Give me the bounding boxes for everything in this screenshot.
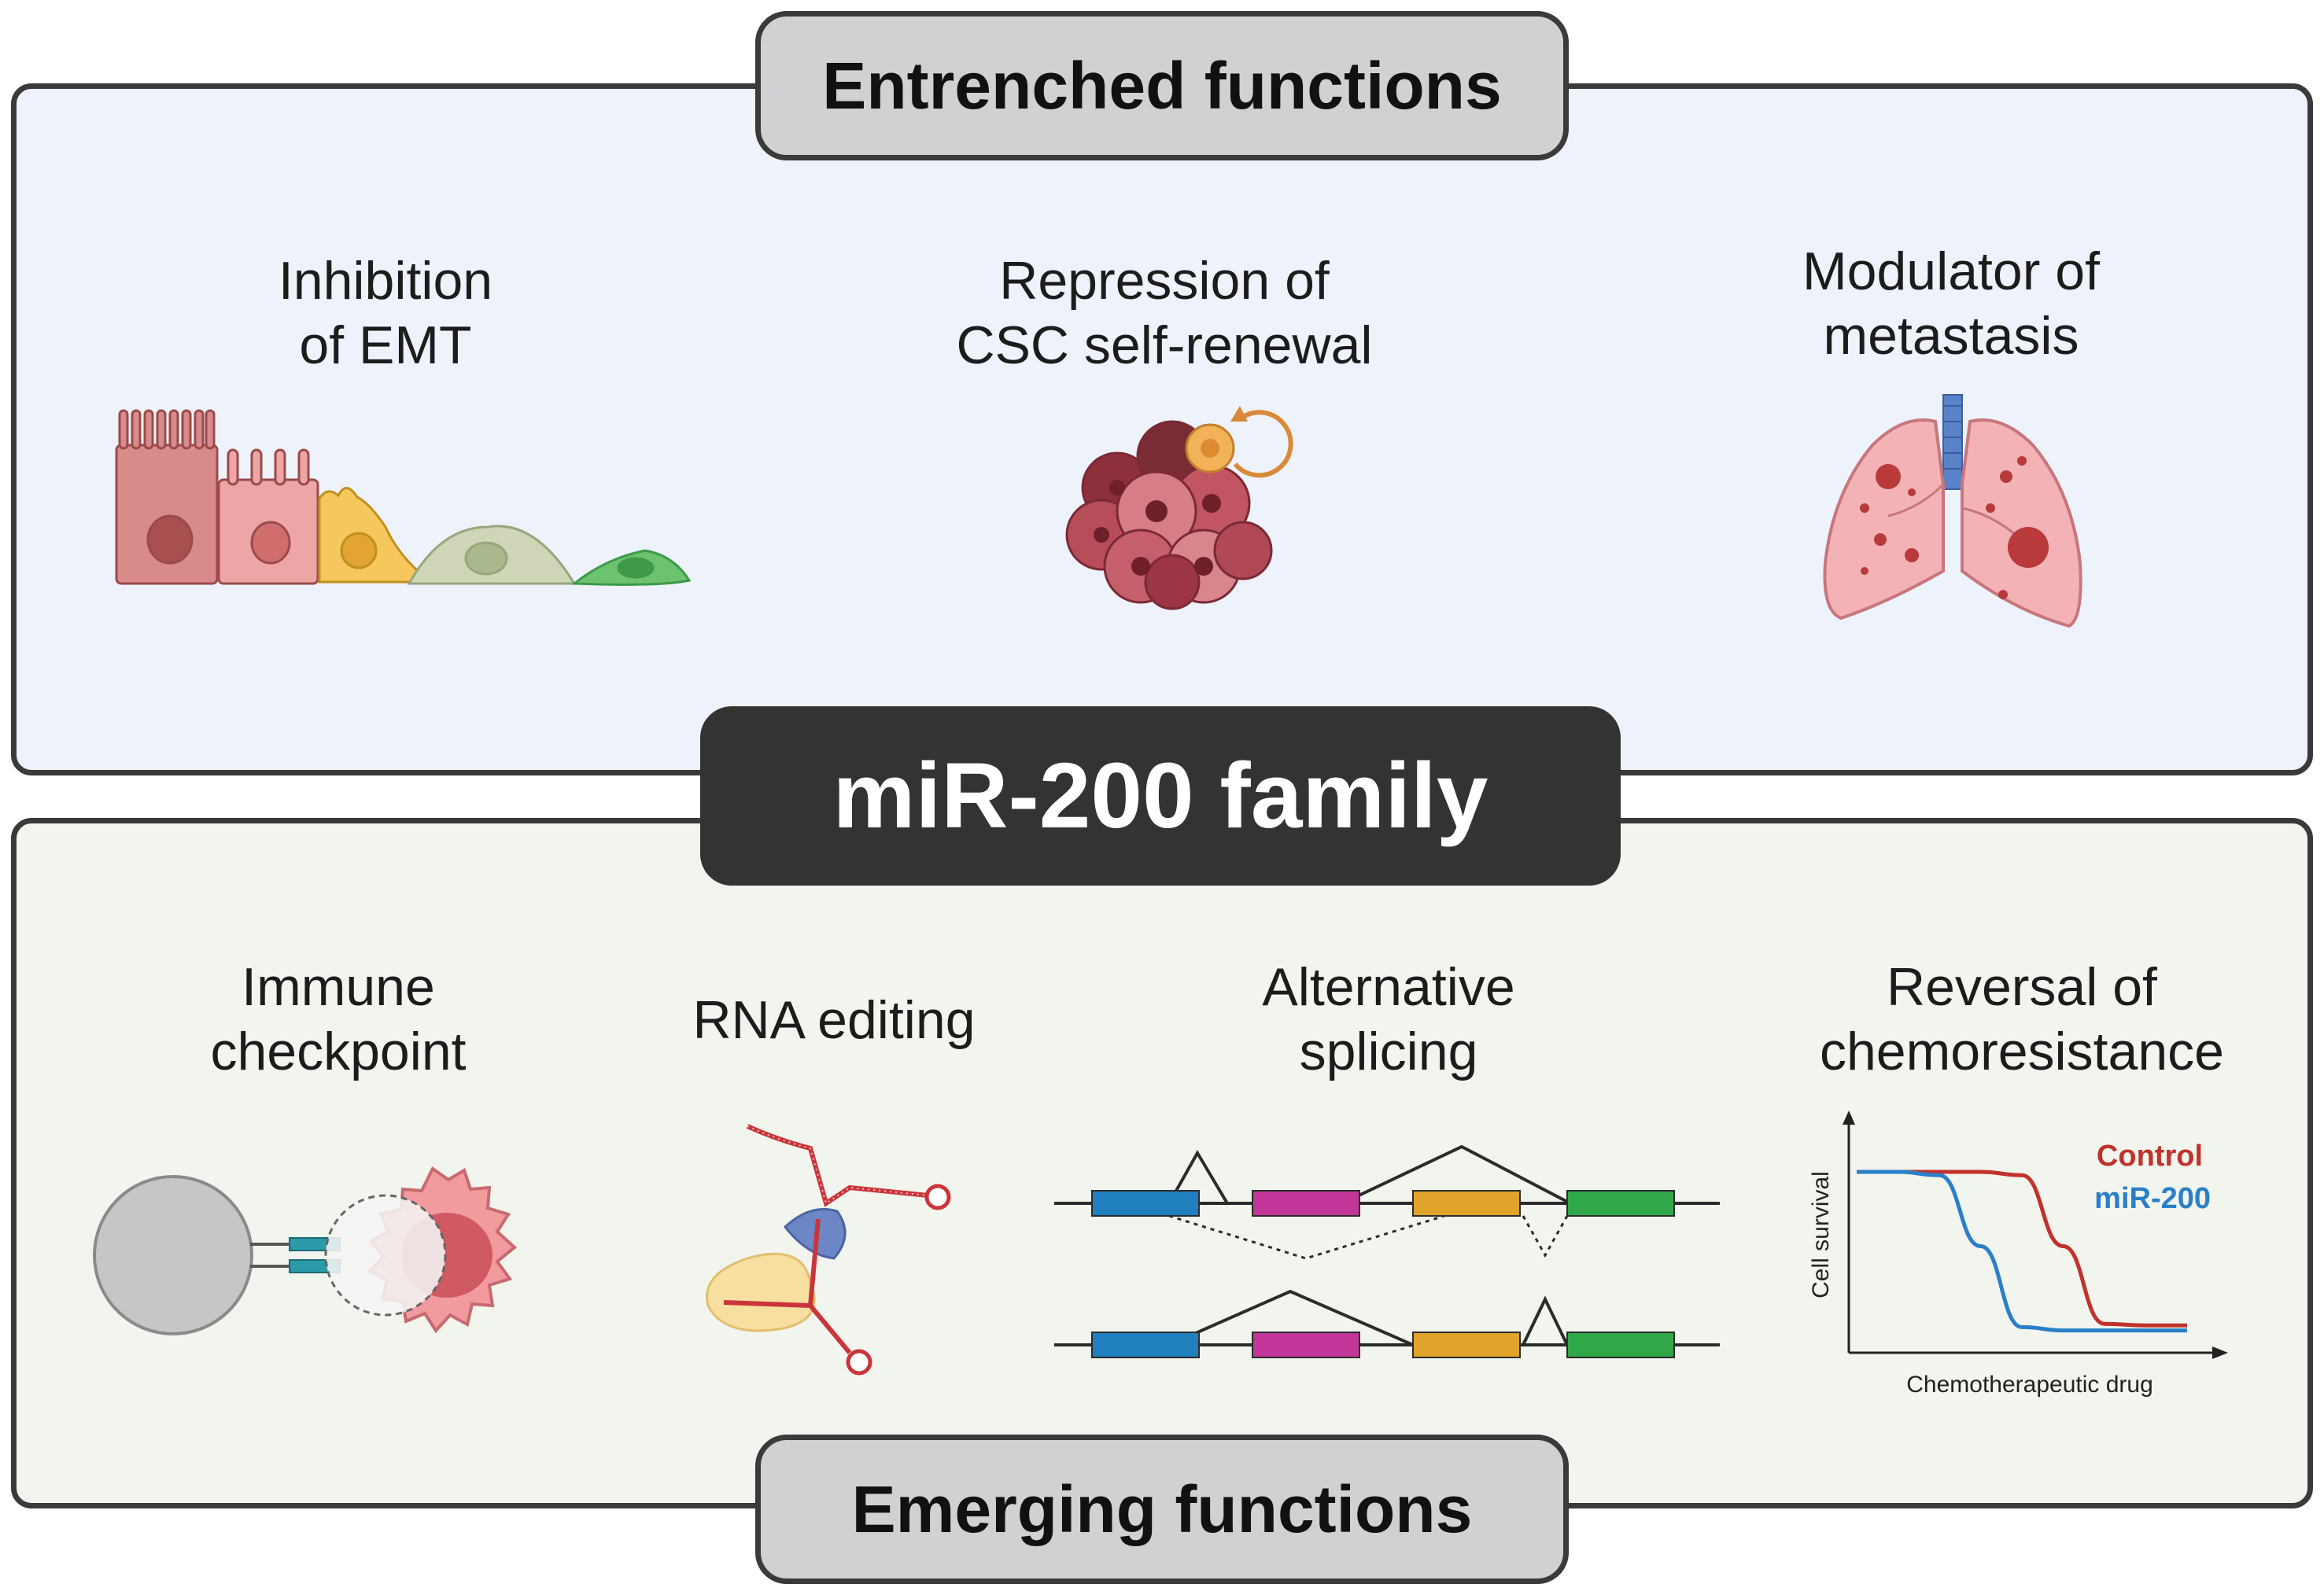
y-axis-arrow — [1843, 1111, 1855, 1125]
legend-mir200: miR-200 — [2094, 1182, 2211, 1215]
y-axis-label: Cell survival — [1808, 1171, 1834, 1298]
x-axis-label: Chemotherapeutic drug — [1906, 1372, 2153, 1398]
label-reversal-chemoresistance: Reversal of chemoresistance — [1819, 957, 2225, 1081]
immune-synapse-icon — [93, 1166, 518, 1335]
legend-control: Control — [2097, 1140, 2203, 1173]
mir200-family-box: miR-200 family — [700, 706, 1621, 886]
emerging-functions-header: Emerging functions — [755, 1435, 1569, 1584]
label-immune-checkpoint: Immune checkpoint — [210, 957, 467, 1081]
emerging-functions-title: Emerging functions — [851, 1472, 1473, 1546]
survival-curve-chart: Chemotherapeutic drug Cell survival Cont… — [1808, 1111, 2228, 1398]
label-rna-editing: RNA editing — [692, 990, 976, 1050]
tumor-spheroid-icon — [1065, 406, 1293, 610]
label-modulator-metastasis: Modulator of metastasis — [1802, 241, 2100, 366]
entrenched-functions-header: Entrenched functions — [755, 11, 1569, 160]
label-repression-csc: Repression of CSC self-renewal — [956, 251, 1373, 375]
emerging-functions-panel — [11, 818, 2313, 1508]
mir200-family-title: miR-200 family — [832, 744, 1488, 848]
emt-cells-icon — [115, 409, 692, 586]
x-axis-arrow — [2212, 1346, 2228, 1359]
series-line-mir200 — [1857, 1170, 2187, 1333]
entrenched-functions-title: Entrenched functions — [822, 48, 1502, 123]
survival-curve-icon — [1843, 1111, 2228, 1359]
lungs-icon — [1823, 394, 2082, 628]
label-alternative-splicing: Alternative splicing — [1262, 957, 1515, 1081]
label-inhibition-of-emt: Inhibition of EMT — [278, 251, 493, 375]
rna-editing-icon — [706, 1124, 951, 1376]
exon-splicing-icon — [1054, 1144, 1720, 1358]
